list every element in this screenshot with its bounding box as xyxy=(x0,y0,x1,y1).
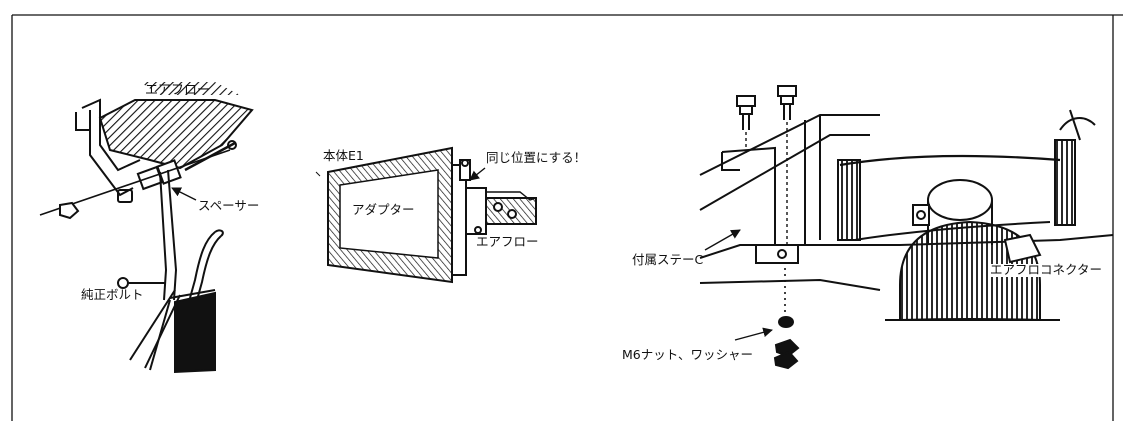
label-airflow-middle: エアフロー xyxy=(476,234,539,249)
middle-figure-drawing xyxy=(315,146,537,284)
spacer-arrow xyxy=(171,187,197,201)
label-stock-bolt: 純正ボルト xyxy=(81,287,144,302)
label-same-position: 同じ位置にする！ xyxy=(486,150,587,165)
label-body-e1: 本体E1 xyxy=(323,148,364,163)
label-airflow-connector: エアフロコネクター xyxy=(990,262,1103,277)
label-spacer: スペーサー xyxy=(198,198,260,213)
label-nut-washer: M6ナット、ワッシャー xyxy=(622,347,753,362)
label-airflow-top: エアフロー xyxy=(145,83,211,98)
frame-border xyxy=(11,14,1123,421)
label-included-stay: 付属ステーC xyxy=(632,252,704,267)
left-figure-drawing xyxy=(39,82,254,374)
right-figure-drawing xyxy=(699,85,1114,370)
label-adapter: アダプター xyxy=(352,202,415,217)
